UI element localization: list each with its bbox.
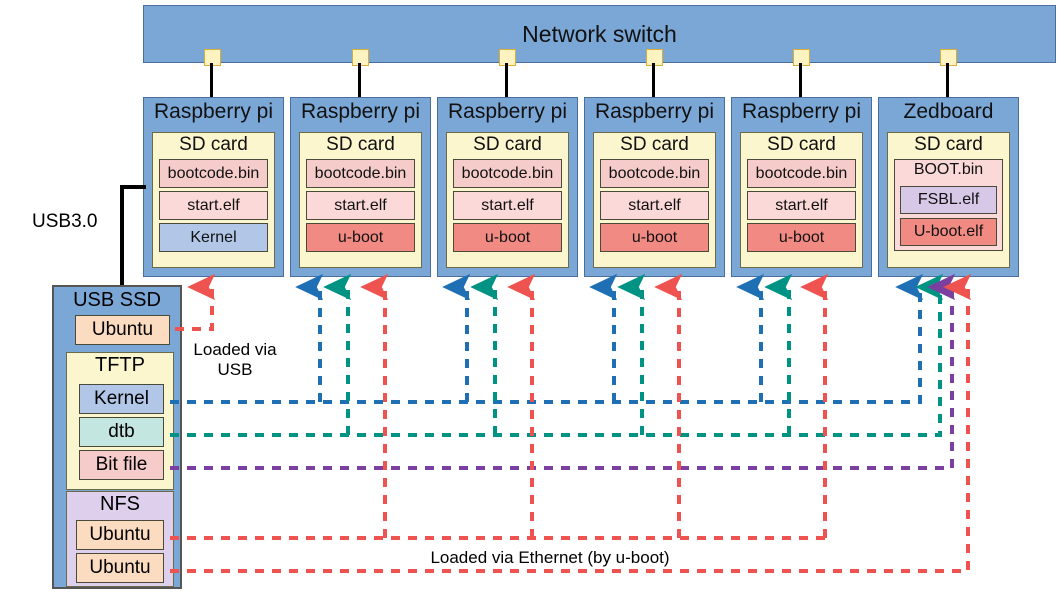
chip-u-boot: u-boot	[747, 223, 856, 252]
ssd-item-ubuntu: Ubuntu	[75, 315, 170, 345]
sd-card: SD card bootcode.bin start.elf u-boot	[299, 132, 422, 268]
ethernet-cable-5	[799, 63, 802, 98]
board-raspberry-pi-2: Raspberry pi SD card bootcode.bin start.…	[290, 97, 431, 277]
ethernet-cable-2	[358, 63, 361, 98]
sd-card: SD card bootcode.bin start.elf u-boot	[740, 132, 863, 268]
chip-start-elf: start.elf	[159, 191, 268, 220]
ethernet-cable-6	[946, 63, 949, 98]
sd-card-label: SD card	[914, 134, 983, 155]
ethernet-cable-4	[652, 63, 655, 98]
ethernet-cable-3	[505, 63, 508, 98]
sd-card: SD card bootcode.bin start.elf u-boot	[593, 132, 716, 268]
board-raspberry-pi-5: Raspberry pi SD card bootcode.bin start.…	[731, 97, 872, 277]
chip-u-boot-elf: U-boot.elf	[900, 218, 997, 246]
chip-start-elf: start.elf	[453, 191, 562, 220]
tftp-label: TFTP	[95, 354, 145, 376]
boot-bin-label: BOOT.bin	[913, 161, 984, 178]
board-title: Zedboard	[903, 100, 994, 123]
sd-card-label: SD card	[473, 134, 542, 155]
sd-card-label: SD card	[326, 134, 395, 155]
loaded-via-usb-label: Loaded via USB	[170, 340, 300, 379]
board-title: Raspberry pi	[741, 100, 862, 123]
boot-bin-container: BOOT.bin FSBL.elf U-boot.elf	[894, 159, 1003, 251]
nfs-item-ubuntu-1: Ubuntu	[76, 520, 164, 550]
chip-start-elf: start.elf	[747, 191, 856, 220]
chip-bootcode-bin: bootcode.bin	[747, 159, 856, 188]
sd-card: SD card BOOT.bin FSBL.elf U-boot.elf	[887, 132, 1010, 268]
sd-card-label: SD card	[620, 134, 689, 155]
board-raspberry-pi-4: Raspberry pi SD card bootcode.bin start.…	[584, 97, 725, 277]
tftp-item-bit-file: Bit file	[79, 450, 164, 480]
usb-ssd-panel: USB SSD Ubuntu TFTP Kernel dtb Bit file …	[52, 285, 182, 589]
loaded-via-ethernet-label: Loaded via Ethernet (by u-boot)	[380, 548, 720, 568]
chip-u-boot: u-boot	[600, 223, 709, 252]
board-title: Raspberry pi	[153, 100, 274, 123]
usb3-label: USB3.0	[32, 211, 98, 232]
loaded-via-usb-line1: Loaded via	[193, 340, 277, 359]
board-zedboard: Zedboard SD card BOOT.bin FSBL.elf U-boo…	[878, 97, 1019, 277]
usb3-cable-horizontal	[120, 185, 146, 189]
sd-card-label: SD card	[767, 134, 836, 155]
network-switch-label: Network switch	[522, 20, 677, 47]
ethernet-cable-1	[210, 63, 213, 98]
network-switch: Network switch	[143, 5, 1056, 63]
sd-card-label: SD card	[179, 134, 248, 155]
nfs-item-ubuntu-2: Ubuntu	[76, 553, 164, 583]
chip-u-boot: u-boot	[306, 223, 415, 252]
wire-nfs-ubuntu2-to-zedboard	[170, 273, 972, 573]
chip-u-boot: u-boot	[453, 223, 562, 252]
sd-card: SD card bootcode.bin start.elf u-boot	[446, 132, 569, 268]
chip-start-elf: start.elf	[306, 191, 415, 220]
chip-fsbl-elf: FSBL.elf	[900, 186, 997, 214]
nfs-section: NFS Ubuntu Ubuntu	[66, 491, 174, 587]
board-title: Raspberry pi	[594, 100, 715, 123]
board-title: Raspberry pi	[300, 100, 421, 123]
board-title: Raspberry pi	[447, 100, 568, 123]
tftp-item-dtb: dtb	[79, 417, 164, 447]
tftp-section: TFTP Kernel dtb Bit file	[66, 352, 174, 490]
chip-bootcode-bin: bootcode.bin	[453, 159, 562, 188]
usb3-cable-vertical	[120, 185, 124, 289]
loaded-via-usb-line2: USB	[217, 359, 253, 379]
chip-bootcode-bin: bootcode.bin	[306, 159, 415, 188]
sd-card: SD card bootcode.bin start.elf Kernel	[152, 132, 275, 268]
chip-bootcode-bin: bootcode.bin	[159, 159, 268, 188]
board-raspberry-pi-1: Raspberry pi SD card bootcode.bin start.…	[143, 97, 284, 277]
nfs-label: NFS	[100, 493, 140, 515]
chip-bootcode-bin: bootcode.bin	[600, 159, 709, 188]
usb-ssd-label: USB SSD	[73, 289, 161, 311]
board-raspberry-pi-3: Raspberry pi SD card bootcode.bin start.…	[437, 97, 578, 277]
chip-start-elf: start.elf	[600, 191, 709, 220]
tftp-item-kernel: Kernel	[79, 384, 164, 414]
chip-kernel: Kernel	[159, 223, 268, 252]
